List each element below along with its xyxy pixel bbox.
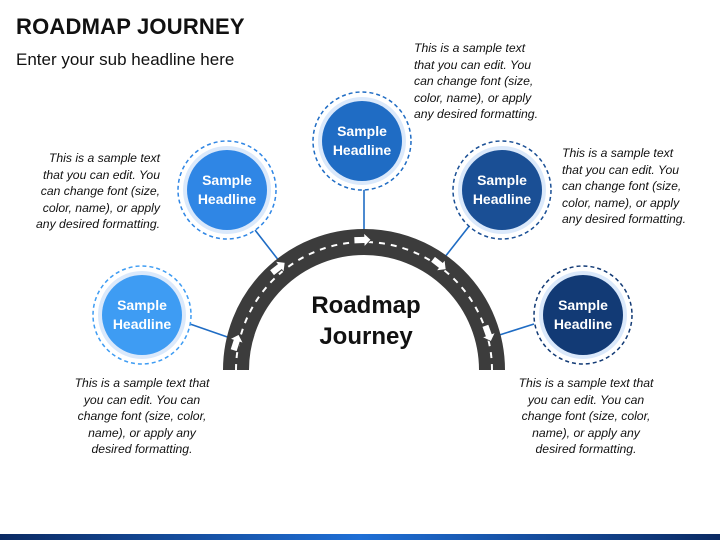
node-circle-1: [92, 265, 192, 365]
node-description-5: This is a sample text that you can edit.…: [506, 375, 666, 458]
road-arrows: [228, 231, 497, 353]
node-label-1-line2: Headline: [112, 316, 172, 332]
node-label-2-line1: Sample: [202, 172, 252, 188]
page-subtitle: Enter your sub headline here: [16, 50, 235, 69]
desc-5-line: This is a sample text that: [518, 376, 654, 390]
node-label-3: Sample Headline: [317, 122, 407, 160]
node-description-3: This is a sample text that you can edit.…: [414, 40, 574, 123]
desc-5-line: change font (size, color,: [521, 409, 651, 423]
node-label-3-line2: Headline: [332, 142, 392, 158]
node-label-3-line1: Sample: [337, 123, 387, 139]
desc-3-line: color, name), or apply: [414, 90, 532, 105]
desc-1-line: This is a sample text that: [74, 376, 210, 390]
desc-1-line: you can edit. You can: [83, 392, 201, 407]
desc-2-line: color, name), or apply: [42, 200, 160, 215]
node-label-5-line2: Headline: [553, 316, 613, 332]
node-label-5: Sample Headline: [538, 296, 628, 334]
desc-4-line: can change font (size,: [562, 179, 682, 193]
node-circle-4: [452, 140, 552, 240]
desc-2-line: that you can edit. You: [42, 167, 160, 182]
node-label-4: Sample Headline: [457, 171, 547, 209]
bottom-accent-bar: [0, 534, 720, 540]
center-title-line1: Roadmap: [311, 292, 421, 319]
node-label-2: Sample Headline: [182, 171, 272, 209]
desc-4-line: This is a sample text: [562, 146, 674, 160]
road-arrow-3: [353, 231, 372, 248]
node-label-1: Sample Headline: [97, 296, 187, 334]
node-description-2: This is a sample text that you can edit.…: [0, 150, 160, 233]
desc-3-line: that you can edit. You: [414, 57, 532, 72]
desc-4-line: any desired formatting.: [562, 212, 686, 226]
node-label-2-line2: Headline: [197, 191, 257, 207]
node-label-5-line1: Sample: [558, 297, 608, 313]
road-center-dashes: [235, 241, 493, 371]
desc-5-line: you can edit. You can: [527, 392, 645, 407]
desc-3-line: any desired formatting.: [414, 107, 538, 121]
desc-2-line: any desired formatting.: [36, 217, 160, 231]
node-label-1-line1: Sample: [117, 297, 167, 313]
node-label-4-line1: Sample: [477, 172, 527, 188]
node-circles: [92, 91, 633, 365]
desc-1-line: name), or apply any: [88, 425, 196, 440]
node-description-4: This is a sample text that you can edit.…: [562, 145, 720, 228]
road-arrow-5: [481, 323, 497, 342]
center-title-line2: Journey: [319, 323, 413, 350]
node-circle-2: [177, 140, 277, 240]
road-arrow-2: [268, 260, 286, 277]
node-circle-3: [312, 91, 412, 191]
center-title: Roadmap Journey: [296, 290, 436, 352]
road-arrow-4: [429, 255, 447, 272]
desc-1-line: change font (size, color,: [77, 409, 207, 423]
desc-3-line: This is a sample text: [414, 41, 526, 55]
node-description-1: This is a sample text that you can edit.…: [62, 375, 222, 458]
node-circle-5: [533, 265, 633, 365]
desc-3-line: can change font (size,: [414, 74, 534, 88]
desc-2-line: can change font (size,: [40, 184, 160, 198]
road-arrow-1: [228, 333, 245, 353]
desc-4-line: color, name), or apply: [562, 195, 680, 210]
desc-5-line: name), or apply any: [532, 425, 640, 440]
desc-5-line: desired formatting.: [535, 442, 637, 456]
desc-1-line: desired formatting.: [91, 442, 193, 456]
desc-4-line: that you can edit. You: [562, 162, 680, 177]
node-label-4-line2: Headline: [472, 191, 532, 207]
page-title: ROADMAP JOURNEY: [16, 14, 245, 39]
desc-2-line: This is a sample text: [48, 151, 160, 165]
